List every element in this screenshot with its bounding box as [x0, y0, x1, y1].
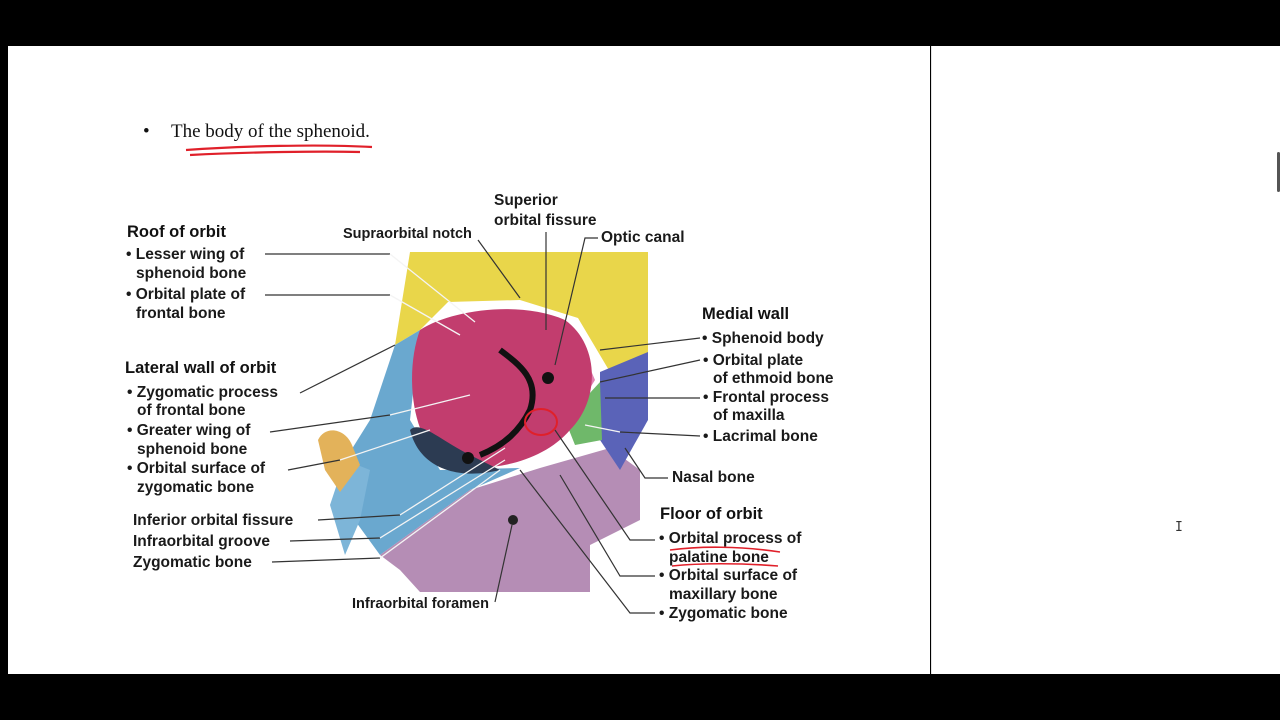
floor-item-4: maxillary bone — [669, 586, 778, 603]
floor-item-5: • Zygomatic bone — [659, 605, 788, 622]
roof-heading: Roof of orbit — [127, 223, 226, 241]
optic-canal-label: Optic canal — [601, 229, 685, 246]
lateral-item-2: of frontal bone — [137, 402, 246, 419]
scrollbar-thumb[interactable] — [1277, 152, 1280, 192]
zygomatic-bone-shape — [340, 330, 520, 555]
roof-item-4: frontal bone — [136, 305, 226, 322]
lateral-item-3: • Greater wing of — [127, 422, 251, 439]
optic-canal-hole — [542, 372, 554, 384]
lateral-item-1: • Zygomatic process — [127, 384, 278, 401]
floor-item-3: • Orbital surface of — [659, 567, 798, 584]
floor-item-1: • Orbital process of — [659, 530, 802, 547]
lateral-item-6: zygomatic bone — [137, 479, 255, 496]
orbit-shadow-shape — [410, 427, 500, 474]
lateral-heading: Lateral wall of orbit — [125, 359, 277, 377]
medial-item-4: • Frontal process — [703, 389, 829, 406]
medial-item-6: • Lacrimal bone — [703, 428, 818, 445]
top-black-bar — [0, 0, 1280, 46]
red-circle-annotation — [524, 408, 558, 436]
red-underline-annotation — [185, 144, 373, 157]
right-pane — [931, 46, 1280, 674]
medial-item-2: • Orbital plate — [703, 352, 804, 369]
floor-item-2: palatine bone — [669, 549, 769, 566]
nasal-bone-label: Nasal bone — [672, 469, 755, 486]
roof-item-3: • Orbital plate of — [126, 286, 246, 303]
medial-item-1: • Sphenoid body — [702, 330, 824, 347]
inferior-orbital-fissure-label: Inferior orbital fissure — [133, 512, 294, 529]
nasal-strip-shape — [600, 352, 648, 470]
infraorbital-foramen-hole — [508, 515, 518, 525]
lacrimal-bone-shape — [565, 382, 602, 445]
superior-fissure-label-1: Superior — [494, 192, 558, 209]
superior-fissure-label-2: orbital fissure — [494, 212, 597, 229]
bullet-dot-icon: • — [143, 121, 150, 142]
medial-heading: Medial wall — [702, 305, 789, 323]
infraorbital-foramen-label: Infraorbital foramen — [352, 596, 489, 612]
zygomatic-bone-left-label: Zygomatic bone — [133, 554, 252, 571]
floor-heading: Floor of orbit — [660, 505, 763, 523]
frontal-bone-shape — [395, 252, 648, 380]
medial-item-3: of ethmoid bone — [713, 370, 834, 387]
leader-lines — [265, 232, 701, 614]
bottom-black-bar — [0, 674, 1280, 720]
lateral-item-4: sphenoid bone — [137, 441, 248, 458]
roof-item-2: sphenoid bone — [136, 265, 247, 282]
lateral-item-5: • Orbital surface of — [127, 460, 266, 477]
roof-item-1: • Lesser wing of — [126, 246, 245, 263]
orbit-illustration — [318, 252, 648, 592]
text-cursor-icon: I — [1175, 520, 1183, 535]
zygomatic-process-shape — [318, 430, 360, 492]
red-underline-palatine — [669, 546, 781, 567]
sphenoid-wing-shape — [412, 309, 592, 468]
bullet-item: • The body of the sphenoid. — [143, 121, 370, 143]
medial-item-5: of maxilla — [713, 407, 785, 424]
infraorbital-groove-label: Infraorbital groove — [133, 533, 270, 550]
bullet-text: The body of the sphenoid. — [171, 121, 370, 142]
supraorbital-notch-label: Supraorbital notch — [343, 226, 472, 242]
fissure-dark-shape — [478, 347, 536, 458]
